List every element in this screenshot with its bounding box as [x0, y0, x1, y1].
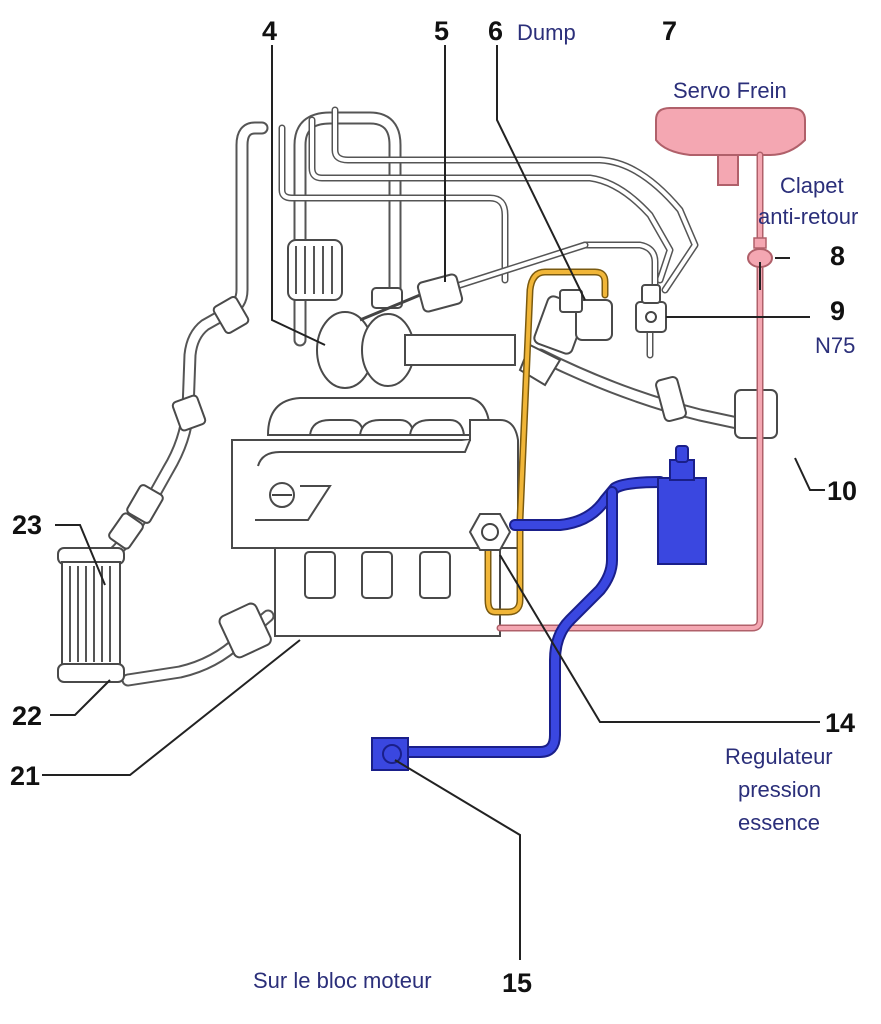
turbocharger [287, 239, 516, 389]
intercooler [57, 547, 125, 683]
annotation-notes: Dump Servo Frein Clapet anti-retour N75 … [253, 20, 858, 993]
callout-15: 15 [502, 968, 532, 998]
wastegate-actuator [416, 273, 464, 313]
air-pipes [105, 111, 777, 687]
callout-22: 22 [12, 701, 42, 731]
leader-lines [42, 45, 825, 960]
throttle-dump-area [518, 289, 613, 387]
engine-block [231, 397, 519, 637]
note-bloc-moteur: Sur le bloc moteur [253, 968, 432, 993]
callout-5: 5 [434, 16, 449, 46]
callout-numbers: 4 5 6 7 8 9 10 14 15 21 22 23 [10, 16, 857, 998]
note-clapet-2: anti-retour [758, 204, 858, 229]
callout-23: 23 [12, 510, 42, 540]
note-servo-frein: Servo Frein [673, 78, 787, 103]
n75-valve [635, 284, 667, 333]
note-dump: Dump [517, 20, 576, 45]
callout-7: 7 [662, 16, 677, 46]
fuel-regulator-line-blue [371, 445, 707, 771]
vacuum-hoses [278, 106, 699, 359]
callout-9: 9 [830, 296, 845, 326]
callout-8: 8 [830, 241, 845, 271]
callout-21: 21 [10, 761, 40, 791]
note-regulateur-3: essence [738, 810, 820, 835]
callout-6: 6 [488, 16, 503, 46]
note-regulateur-1: Regulateur [725, 744, 833, 769]
pipe-couplings [108, 295, 778, 659]
note-clapet-1: Clapet [780, 173, 844, 198]
vacuum-line-pink [496, 151, 764, 632]
callout-14: 14 [825, 708, 855, 738]
brake-servo [655, 107, 806, 186]
note-regulateur-2: pression [738, 777, 821, 802]
callout-4: 4 [262, 16, 277, 46]
note-n75: N75 [815, 333, 855, 358]
fuel-pressure-regulator [468, 513, 512, 551]
callout-10: 10 [827, 476, 857, 506]
